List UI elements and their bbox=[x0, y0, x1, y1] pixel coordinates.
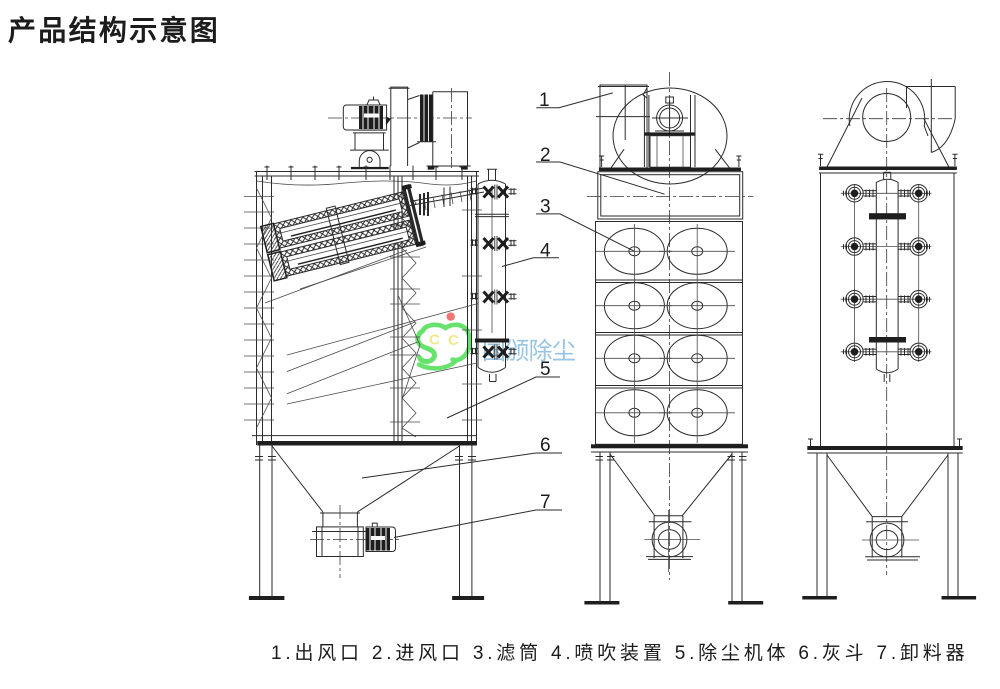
svg-text:1.出风口 2.进风口 3.滤筒 4.喷吹装置 5.: 1.出风口 2.进风口 3.滤筒 4.喷吹装置 5.除尘机体 6.灰斗 7.卸料… bbox=[271, 642, 968, 664]
svg-text:4: 4 bbox=[540, 240, 551, 261]
svg-text:1: 1 bbox=[539, 90, 550, 111]
svg-text:5: 5 bbox=[540, 359, 551, 380]
svg-text:2: 2 bbox=[540, 145, 551, 166]
svg-text:C: C bbox=[429, 332, 440, 349]
svg-text:7: 7 bbox=[540, 492, 551, 513]
svg-text:3: 3 bbox=[540, 197, 551, 218]
svg-text:6: 6 bbox=[540, 435, 551, 456]
svg-text:产品结构示意图: 产品结构示意图 bbox=[8, 14, 220, 46]
svg-text:C: C bbox=[448, 332, 459, 349]
